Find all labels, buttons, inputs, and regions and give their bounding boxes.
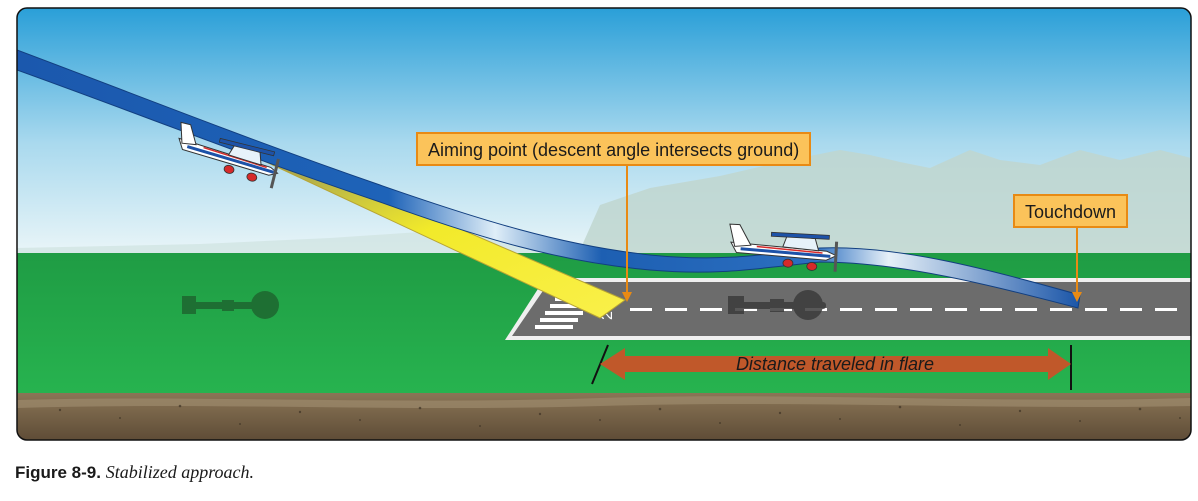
airplane-approach-icon	[178, 121, 280, 189]
aiming-point-callout: Aiming point (descent angle intersects g…	[416, 132, 812, 166]
flare-distance-arrow	[600, 348, 1071, 380]
airplane-touchdown-icon	[729, 223, 839, 272]
figure-title: Stabilized approach.	[105, 462, 255, 482]
glide-path-ribbon	[17, 49, 1081, 309]
svg-text:2: 2	[599, 311, 616, 320]
airplane-shadow-icon	[182, 291, 279, 319]
figure-number: Figure 8-9.	[15, 463, 101, 482]
flare-start-tick	[591, 344, 609, 385]
flare-distance-label: Distance traveled in flare	[735, 354, 935, 374]
figure-caption: Figure 8-9. Stabilized approach.	[15, 462, 254, 483]
airplane-shadow-icon	[728, 290, 826, 320]
diagram-frame	[16, 7, 1192, 441]
touchdown-callout: Touchdown	[1013, 194, 1129, 228]
